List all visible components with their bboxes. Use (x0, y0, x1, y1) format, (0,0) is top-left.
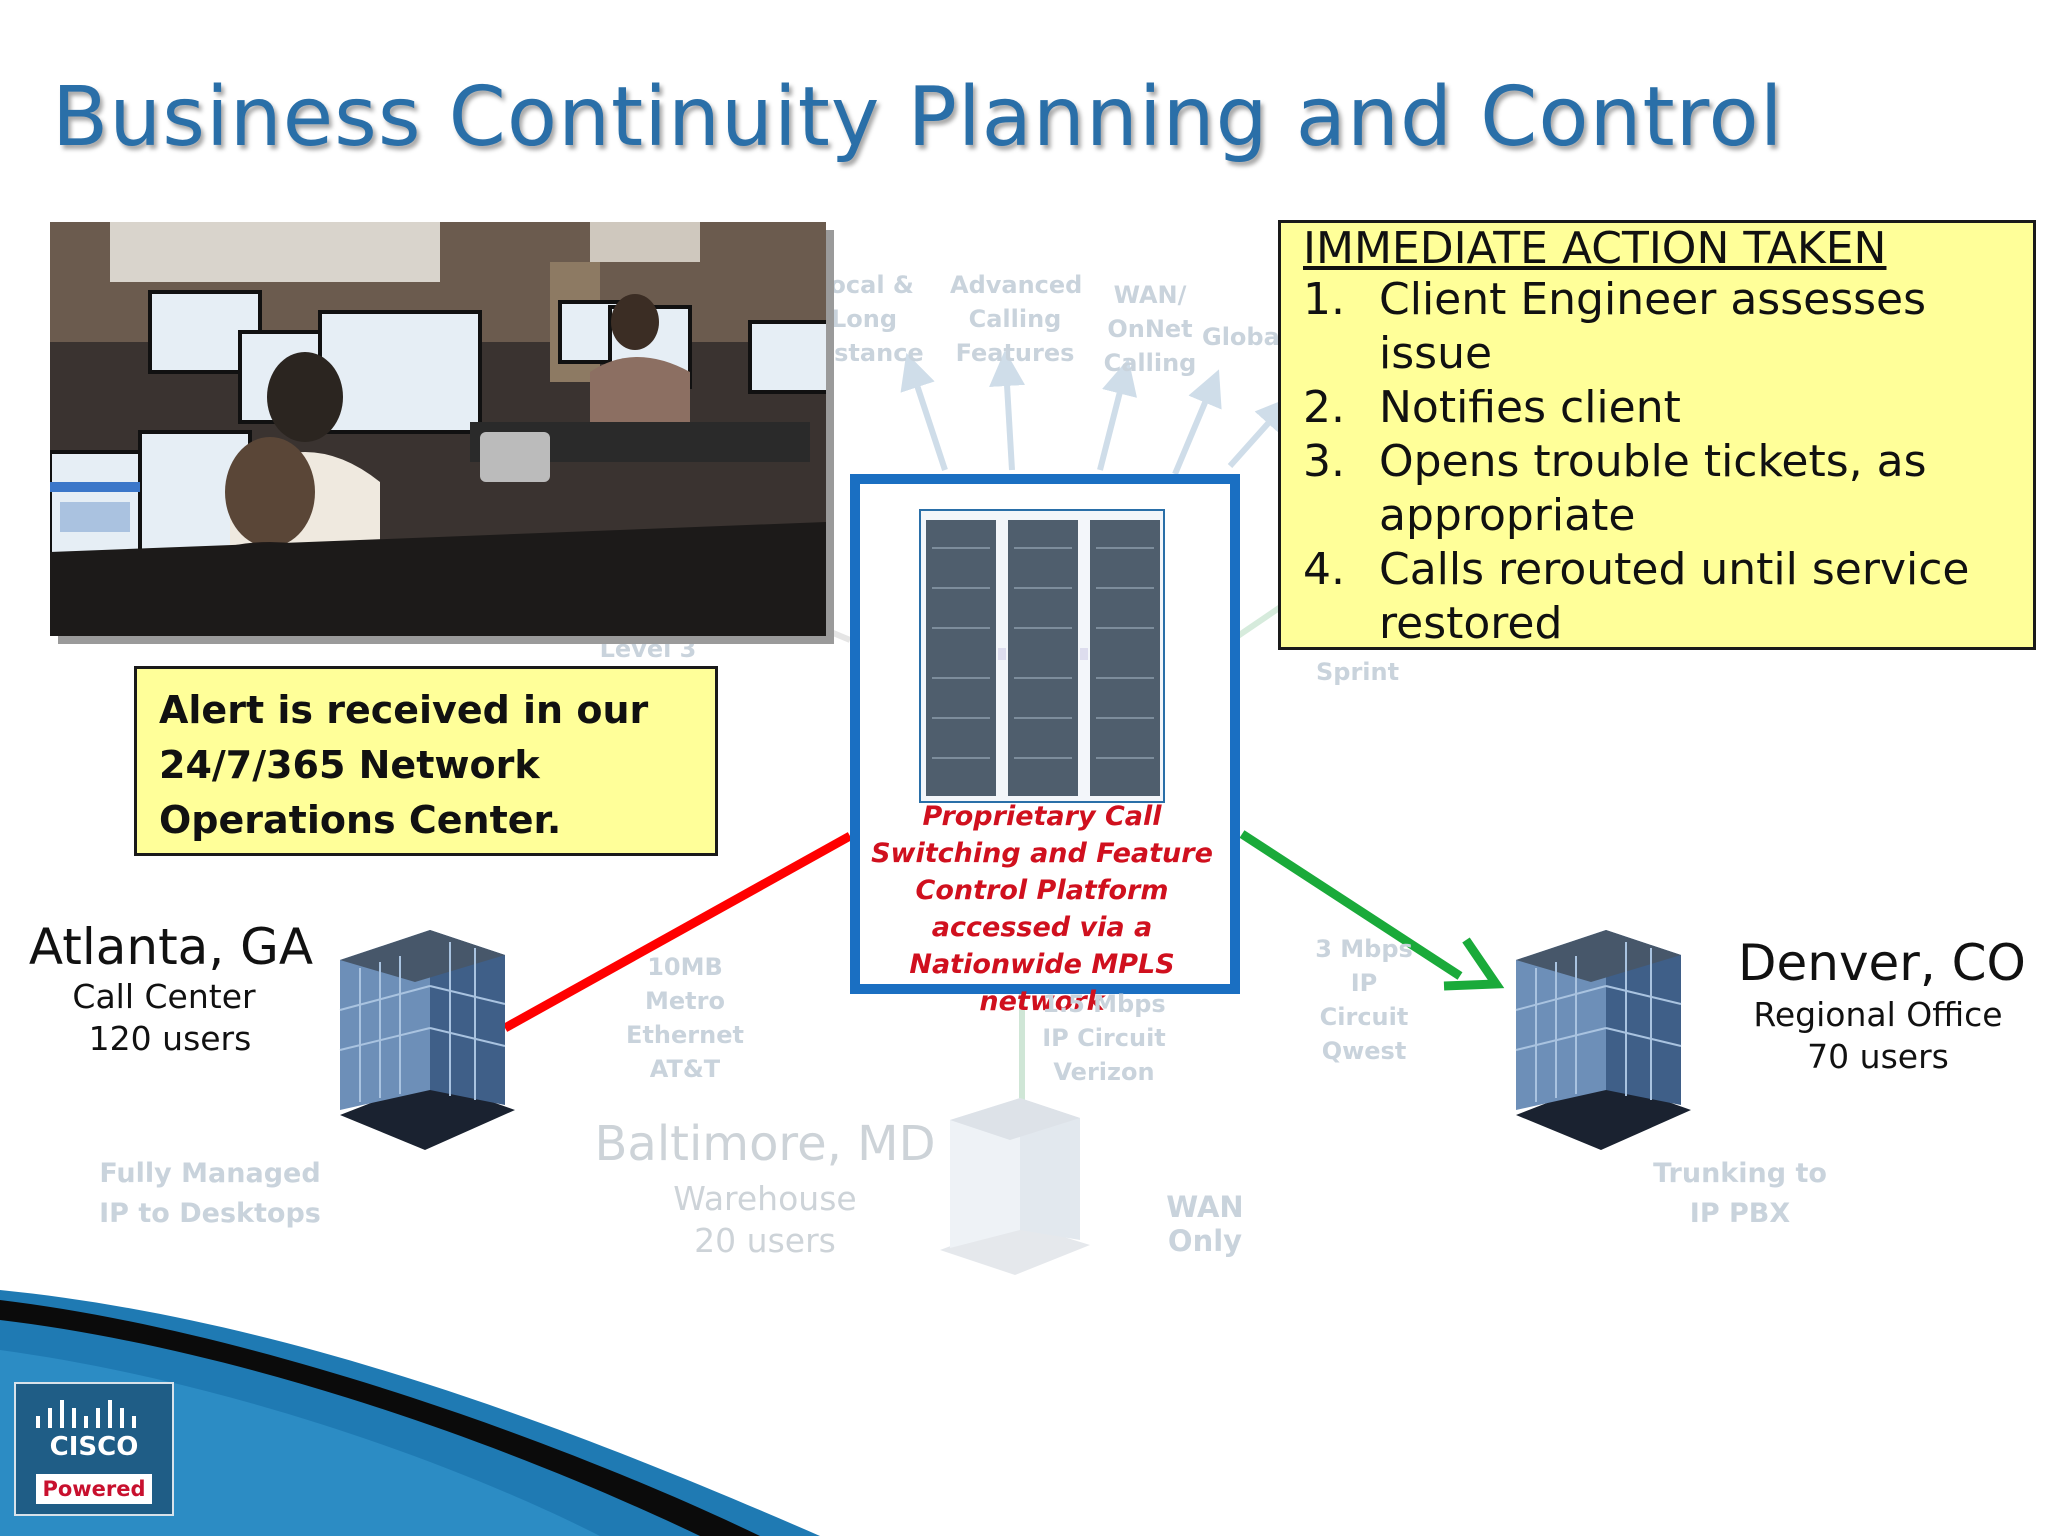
cisco-powered-tag: Powered (36, 1474, 152, 1504)
cisco-bars-icon (36, 1400, 136, 1428)
atlanta-name: Atlanta, GA (28, 918, 314, 976)
denver-link-line (1239, 830, 1463, 980)
baltimore-note: WAN Only (1166, 1190, 1244, 1258)
denver-role: Regional Office (1753, 995, 2003, 1034)
baltimore-link-label: 1.5 Mbps IP Circuit Verizon (1042, 990, 1166, 1086)
denver-users: 70 users (1807, 1037, 1949, 1076)
arrow-extra (1227, 396, 1292, 468)
server-rack-icon (919, 509, 1165, 803)
bottom-swoosh (0, 1290, 820, 1536)
denver-building-icon (1515, 930, 1691, 1150)
atlanta-role: Call Center (72, 977, 256, 1016)
alert-box: Alert is received in our 24/7/365 Networ… (134, 666, 718, 856)
action-header: IMMEDIATE ACTION TAKEN (1303, 223, 1887, 274)
denver-link-label: 3 Mbps IP Circuit Qwest (1315, 935, 1413, 1065)
denver-arrowhead (1443, 937, 1505, 991)
atlanta-building-icon (339, 930, 515, 1150)
action-item-4: 4.Calls rerouted until service restored (1303, 544, 1970, 649)
service-wan: WAN/ OnNet Calling (1103, 281, 1197, 377)
service-advanced: Advanced Calling Features (950, 271, 1083, 367)
arrow-global (1172, 369, 1222, 476)
carrier-level3: Level 3 (599, 635, 697, 663)
carrier-sprint: Sprint (1316, 658, 1400, 686)
arrow-advanced (989, 350, 1026, 471)
service-global: Global Internet (1202, 323, 1278, 351)
baltimore-name: Baltimore, MD (594, 1116, 936, 1172)
action-item-3: 3.Opens trouble tickets, as appropriate (1303, 436, 1927, 541)
denver-name: Denver, CO (1738, 934, 2026, 992)
sprint-link (1230, 603, 1284, 643)
baltimore-building-icon (940, 1098, 1090, 1275)
alert-text: Alert is received in our 24/7/365 Networ… (159, 688, 649, 842)
baltimore-users: 20 users (694, 1221, 836, 1260)
page-title: Business Continuity Planning and Control (52, 70, 1784, 165)
noc-photo (50, 222, 826, 636)
action-list: 1.Client Engineer assesses issue 2.Notif… (1303, 273, 2033, 651)
level3-link (824, 627, 852, 643)
baltimore-role: Warehouse (673, 1179, 857, 1218)
action-item-2: 2.Notifies client (1303, 382, 1681, 433)
cisco-logo: CISCO Powered (14, 1382, 174, 1516)
arrow-wan (1097, 358, 1137, 471)
denver-note: Trunking to IP PBX (1653, 1158, 1827, 1229)
atlanta-note: Fully Managed IP to Desktops (99, 1158, 321, 1229)
cisco-brand: CISCO (49, 1432, 139, 1462)
atlanta-link-label: 10MB Metro Ethernet AT&T (626, 953, 744, 1083)
atlanta-users: 120 users (88, 1019, 252, 1058)
atlanta-link-line (502, 832, 853, 1032)
immediate-action-box: IMMEDIATE ACTION TAKEN 1.Client Engineer… (1278, 220, 2036, 650)
action-item-1: 1.Client Engineer assesses issue (1303, 274, 1927, 379)
platform-description: Proprietary Call Switching and Feature C… (871, 801, 1213, 1017)
arrow-local (900, 352, 948, 471)
